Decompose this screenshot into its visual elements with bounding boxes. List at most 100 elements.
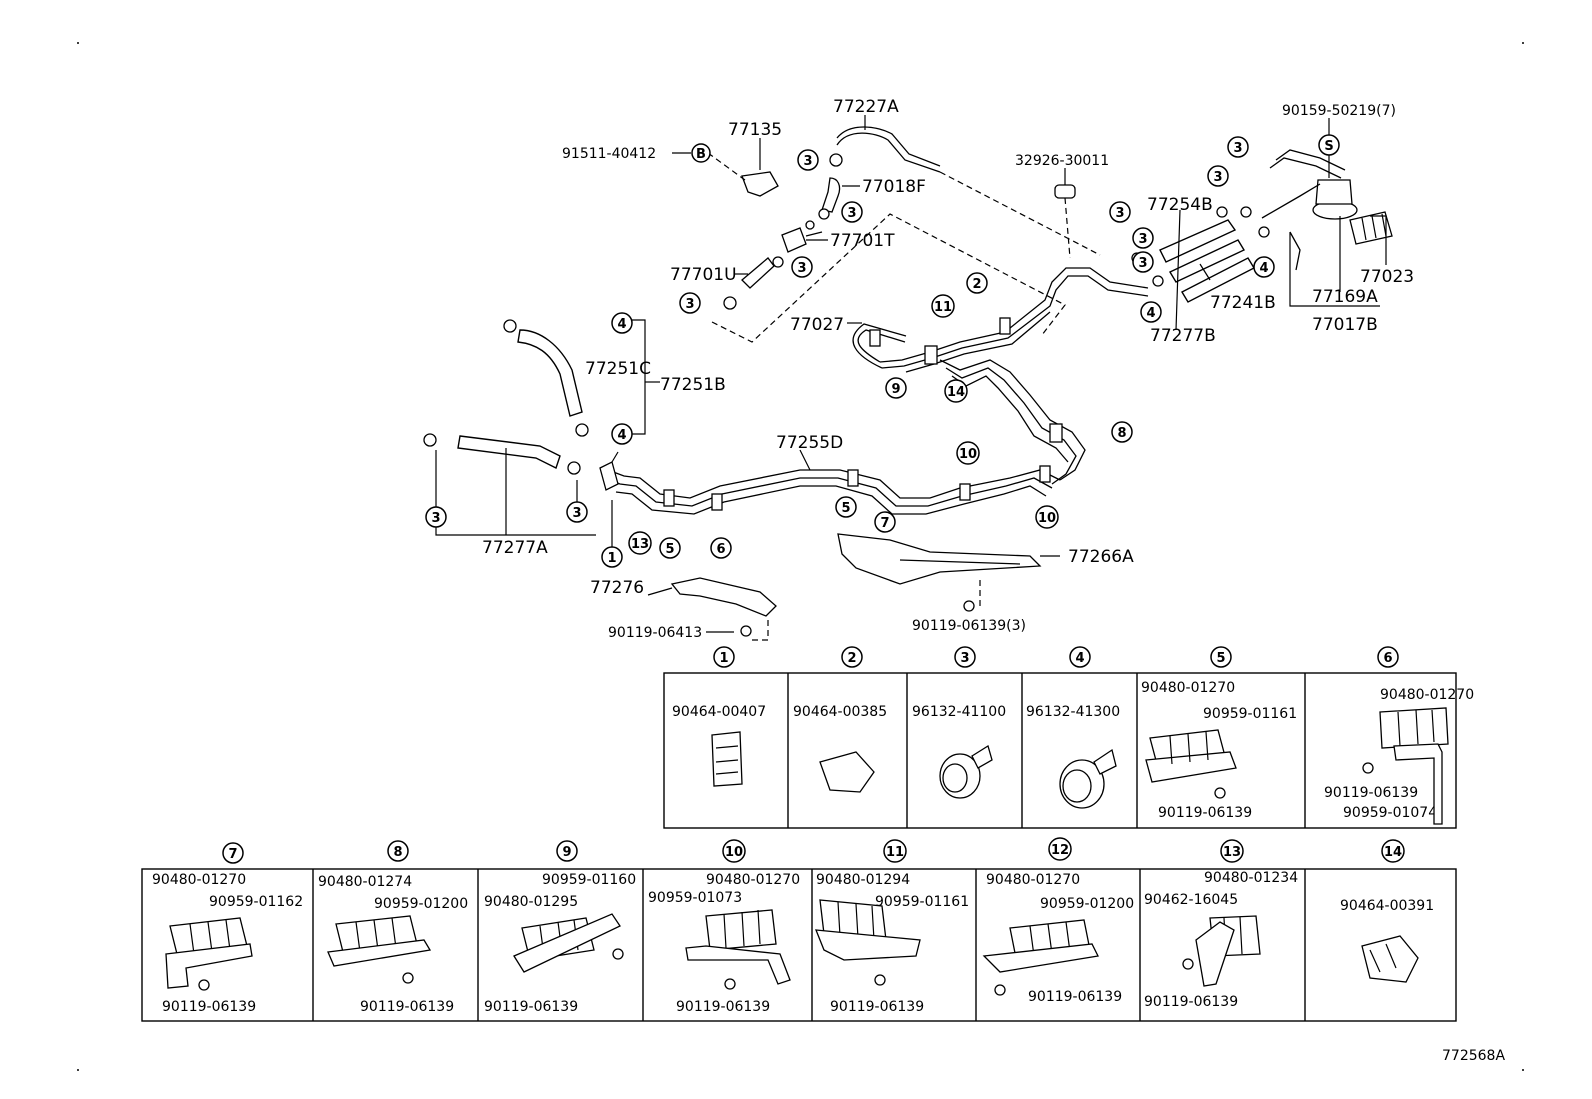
callout-4: 4 <box>617 428 626 443</box>
clamp-small <box>772 256 784 268</box>
label-77251C: 77251C <box>585 359 651 379</box>
part-number: 90119-06139 <box>162 999 256 1015</box>
table-num-3: 3 <box>960 651 969 666</box>
clamp-small <box>1240 206 1252 218</box>
label-77027: 77027 <box>790 315 844 335</box>
pipe-clamp <box>847 469 859 487</box>
clamp-bracket-icon <box>982 943 1099 973</box>
leader <box>799 449 811 471</box>
table-num-circle <box>883 839 907 863</box>
callout-circle <box>601 546 623 568</box>
callout-circle <box>1109 201 1131 223</box>
part-number: 90119-06139 <box>1324 785 1418 801</box>
marker-b-circle <box>691 143 711 163</box>
clamp-icon-detail <box>1397 709 1435 747</box>
leader <box>1199 263 1211 281</box>
part-number: 90464-00407 <box>672 704 766 720</box>
table-num-2: 2 <box>847 651 856 666</box>
bolt-icon <box>1214 787 1226 799</box>
leader-dashed <box>707 152 746 181</box>
protector-group <box>670 533 1042 641</box>
callout-11: 11 <box>934 300 952 315</box>
callout-circle <box>966 272 988 294</box>
fuel-pipe-bundle <box>599 267 1149 515</box>
label-77701T: 77701T <box>830 231 895 251</box>
corner-dot <box>77 1069 79 1071</box>
callout-3: 3 <box>803 154 812 169</box>
table-num-circle <box>556 840 578 862</box>
part-number: 90959-01161 <box>1203 706 1297 722</box>
label-77135: 77135 <box>728 120 782 140</box>
table-top-frame <box>663 672 1457 829</box>
leader <box>647 587 673 596</box>
clamp-small <box>1152 275 1164 287</box>
pipe-clamp-icon <box>1379 707 1449 749</box>
label-77276: 77276 <box>590 578 644 598</box>
bolt-icon <box>402 972 414 984</box>
callout-circle <box>956 441 980 465</box>
table-num-circle <box>1381 839 1405 863</box>
label-77241B: 77241B <box>1210 293 1276 313</box>
corner-dot <box>77 42 79 44</box>
pump-pipe <box>1289 231 1301 271</box>
callout-3: 3 <box>797 261 806 276</box>
label-77277B: 77277B <box>1150 326 1216 346</box>
part-number: 90480-01294 <box>816 872 910 888</box>
tank-fitting-group <box>1131 149 1393 303</box>
callout-circle <box>1227 136 1249 158</box>
pipe-loop-77027 <box>857 329 906 363</box>
callout-4: 4 <box>1146 306 1155 321</box>
clamp-bracket-icon <box>815 929 921 961</box>
clamp-small <box>423 433 437 447</box>
part-number: 90462-16045 <box>1144 892 1238 908</box>
pipe-clamp-icon <box>705 909 777 951</box>
bolt-icon <box>724 978 736 990</box>
pipe-line <box>945 367 1077 485</box>
label-77277A: 77277A <box>482 538 548 558</box>
bolt-icon <box>1362 762 1374 774</box>
callout-3: 3 <box>431 511 440 526</box>
callout-circle <box>791 256 813 278</box>
clamp-table-top: 1 2 3 4 5 6 90464-00407 90464-00385 9613… <box>663 646 1474 829</box>
part-number: 90464-00391 <box>1340 898 1434 914</box>
callout-circle <box>1035 505 1059 529</box>
clamp-icon-detail <box>837 901 875 941</box>
callout-3: 3 <box>1115 206 1124 221</box>
label-77017B: 77017B <box>1312 315 1378 335</box>
callout-8: 8 <box>1117 426 1126 441</box>
pipe-clamp <box>711 493 723 511</box>
hose-77251C <box>517 329 583 417</box>
clamp-icon <box>1361 935 1419 983</box>
part-number: 90959-01162 <box>209 894 303 910</box>
label-77169A: 77169A <box>1312 287 1378 307</box>
leader <box>435 520 596 536</box>
callout-circle <box>611 312 633 334</box>
callout-6: 6 <box>716 542 725 557</box>
part-number: 90959-01200 <box>374 896 468 912</box>
clamp-icon-detail <box>189 919 231 955</box>
vapor-parts-group <box>707 126 1101 343</box>
part-number: 90480-01274 <box>318 874 412 890</box>
label-77251B: 77251B <box>660 375 726 395</box>
table-num-circle <box>1377 646 1399 668</box>
diagram-id: 772568A <box>1442 1048 1505 1064</box>
clamp-icon-detail <box>723 909 761 949</box>
table-num-circle <box>722 839 746 863</box>
bolt-icon <box>612 948 624 960</box>
part-number: 90480-01270 <box>1380 687 1474 703</box>
callout-3: 3 <box>1213 170 1222 185</box>
pipe-77255D <box>607 469 1061 499</box>
label-90119-06413: 90119-06413 <box>608 625 702 641</box>
callout-circle <box>1253 256 1275 278</box>
part-number: 90959-01200 <box>1040 896 1134 912</box>
pipe-line <box>905 311 1051 373</box>
clamp-small <box>723 296 737 310</box>
table-num-circle <box>1069 646 1091 668</box>
pump-pipe <box>1269 157 1342 179</box>
leader-dashed <box>711 213 1066 343</box>
pipe-clamp <box>1039 465 1051 483</box>
table-num-4: 4 <box>1075 651 1084 666</box>
part-number: 90119-06139 <box>360 999 454 1015</box>
clamp-small <box>503 319 517 333</box>
